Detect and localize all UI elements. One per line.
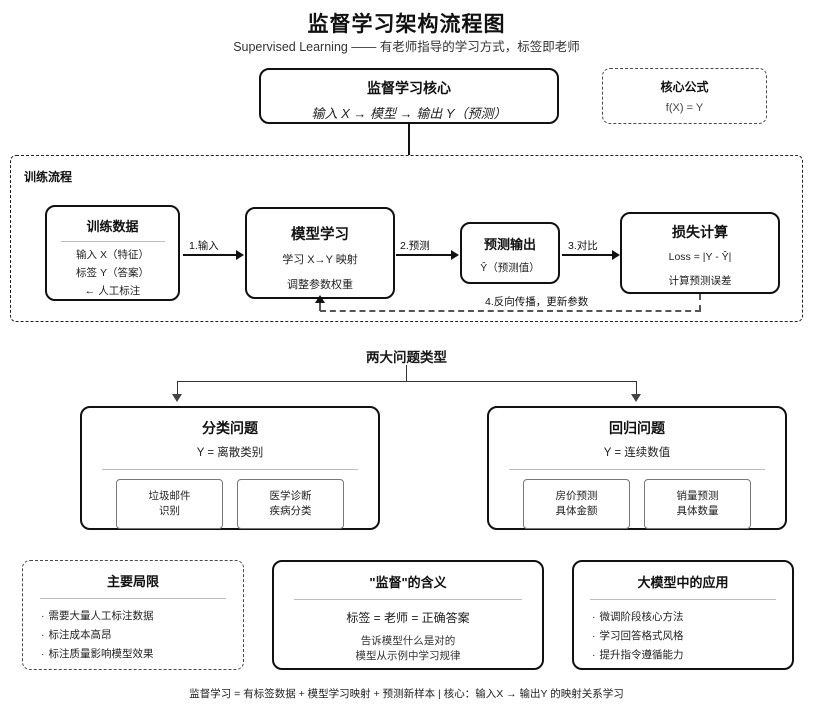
- classification-examples: 垃圾邮件 识别 医学诊断 疾病分类: [82, 479, 378, 529]
- training-data-box: 训练数据 输入 X（特征） 标签 Y（答案） ← 人工标注: [45, 205, 180, 301]
- classification-problem-box: 分类问题 Y = 离散类别 垃圾邮件 识别 医学诊断 疾病分类: [80, 406, 380, 530]
- branch-connector-vertical: [406, 365, 407, 382]
- regression-problem-box: 回归问题 Y = 连续数值 房价预测 具体金额 销量预测 具体数量: [487, 406, 787, 530]
- regression-subtitle: Y = 连续数值: [603, 447, 671, 459]
- classification-title: 分类问题: [202, 420, 258, 436]
- regression-example-2: 销量预测 具体数量: [644, 479, 751, 529]
- classification-example-2-line-2: 疾病分类: [269, 505, 312, 517]
- classification-divider: [102, 469, 358, 470]
- regression-example-1: 房价预测 具体金额: [523, 479, 630, 529]
- branch-connector-right: [636, 381, 637, 395]
- core-formula-box: 核心公式 f(X) = Y: [602, 68, 767, 124]
- model-learning-line-2: 调整参数权重: [287, 279, 353, 291]
- supervision-meaning-sub-2: 模型从示例中学习规律: [355, 650, 461, 662]
- loss-calculation-title: 损失计算: [672, 224, 728, 240]
- limitations-item-2: 标注成本高昂: [41, 626, 243, 645]
- classification-example-1-line-2: 识别: [159, 505, 180, 517]
- llm-application-item-3: 提升指令遵循能力: [592, 646, 792, 665]
- classification-example-2-line-1: 医学诊断: [269, 490, 312, 502]
- loss-calculation-line-2: 计算预测误差: [668, 275, 732, 287]
- arrow-predict-line: [396, 254, 451, 256]
- supervision-meaning-box: "监督"的含义 标签 = 老师 = 正确答案 告诉模型什么是对的 模型从示例中学…: [272, 560, 544, 670]
- footer-summary: 监督学习 = 有标签数据 + 模型学习映射 + 预测新样本 | 核心：输入X →…: [189, 688, 624, 700]
- page-title: 监督学习架构流程图: [307, 13, 506, 36]
- backprop-arrow-head-icon: [315, 295, 325, 303]
- loss-calculation-line-1: Loss = |Y - Ŷ|: [668, 251, 732, 263]
- classification-example-1-line-1: 垃圾邮件: [148, 490, 191, 502]
- arrow-compare-head-icon: [612, 250, 620, 260]
- core-concept-box: 监督学习核心 输入 X → 模型 → 输出 Y（预测）: [259, 68, 559, 124]
- llm-application-item-2: 学习回答格式风格: [592, 627, 792, 646]
- regression-example-1-line-1: 房价预测: [555, 490, 598, 502]
- core-to-training-connector: [408, 124, 410, 155]
- training-data-line-2: 标签 Y（答案）: [76, 267, 149, 279]
- limitations-item-3: 标注质量影响模型效果: [41, 645, 243, 664]
- arrow-compare-label: 3.对比: [568, 240, 598, 252]
- limitations-item-1: 需要大量人工标注数据: [41, 607, 243, 626]
- formula-box-title: 核心公式: [660, 80, 709, 94]
- arrow-predict-head-icon: [451, 250, 459, 260]
- branch-connector-left: [177, 381, 178, 395]
- prediction-output-title: 预测输出: [483, 237, 536, 252]
- formula-box-body: f(X) = Y: [665, 102, 704, 114]
- training-data-title: 训练数据: [86, 219, 139, 234]
- model-learning-box: 模型学习 学习 X→Y 映射 调整参数权重: [245, 207, 395, 299]
- arrow-predict-label: 2.预测: [400, 240, 430, 252]
- page-subtitle: Supervised Learning —— 有老师指导的学习方式，标签即老师: [233, 40, 580, 54]
- training-flow-label: 训练流程: [24, 170, 73, 184]
- model-learning-title: 模型学习: [291, 227, 349, 243]
- core-box-subtitle: 输入 X → 模型 → 输出 Y（预测）: [311, 106, 507, 121]
- training-data-divider: [60, 241, 165, 242]
- limitations-box: 主要局限 需要大量人工标注数据 标注成本高昂 标注质量影响模型效果: [22, 560, 244, 670]
- regression-examples: 房价预测 具体金额 销量预测 具体数量: [489, 479, 785, 529]
- loss-calculation-box: 损失计算 Loss = |Y - Ŷ| 计算预测误差: [620, 212, 780, 294]
- classification-example-1: 垃圾邮件 识别: [116, 479, 223, 529]
- branch-right-arrow-head-icon: [631, 394, 641, 402]
- regression-example-2-line-1: 销量预测: [676, 490, 719, 502]
- regression-divider: [509, 469, 765, 470]
- supervision-meaning-main: 标签 = 老师 = 正确答案: [346, 611, 470, 625]
- limitations-title: 主要局限: [106, 574, 159, 589]
- limitations-list: 需要大量人工标注数据 标注成本高昂 标注质量影响模型效果: [41, 607, 243, 664]
- arrow-input-head-icon: [236, 250, 244, 260]
- problem-types-title: 两大问题类型: [366, 350, 447, 365]
- arrow-input-label: 1.输入: [189, 240, 219, 252]
- limitations-divider: [40, 598, 226, 599]
- arrow-input-line: [183, 254, 236, 256]
- regression-title: 回归问题: [609, 420, 665, 436]
- prediction-output-line-1: Ŷ（预测值）: [480, 262, 540, 274]
- llm-application-title: 大模型中的应用: [637, 575, 729, 590]
- regression-example-1-line-2: 具体金额: [555, 505, 598, 517]
- model-learning-line-1: 学习 X→Y 映射: [282, 254, 358, 266]
- classification-subtitle: Y = 离散类别: [196, 447, 264, 459]
- backprop-segment-down: [699, 294, 701, 311]
- regression-example-2-line-2: 具体数量: [676, 505, 719, 517]
- supervision-meaning-sub-1: 告诉模型什么是对的: [360, 635, 456, 647]
- llm-application-divider: [590, 599, 776, 600]
- supervision-meaning-divider: [294, 599, 522, 600]
- backprop-label: 4.反向传播，更新参数: [485, 296, 589, 308]
- branch-connector-horizontal: [177, 381, 637, 382]
- prediction-output-box: 预测输出 Ŷ（预测值）: [460, 222, 560, 284]
- training-data-line-1: 输入 X（特征）: [76, 249, 149, 261]
- classification-example-2: 医学诊断 疾病分类: [237, 479, 344, 529]
- backprop-segment-horizontal: [320, 310, 701, 312]
- core-box-title: 监督学习核心: [367, 80, 451, 96]
- llm-application-box: 大模型中的应用 微调阶段核心方法 学习回答格式风格 提升指令遵循能力: [572, 560, 794, 670]
- training-data-line-3: ← 人工标注: [84, 285, 141, 297]
- arrow-compare-line: [562, 254, 612, 256]
- branch-left-arrow-head-icon: [172, 394, 182, 402]
- llm-application-item-1: 微调阶段核心方法: [592, 608, 792, 627]
- backprop-segment-up: [319, 302, 321, 311]
- supervision-meaning-title: "监督"的含义: [369, 575, 447, 590]
- llm-application-list: 微调阶段核心方法 学习回答格式风格 提升指令遵循能力: [592, 608, 792, 665]
